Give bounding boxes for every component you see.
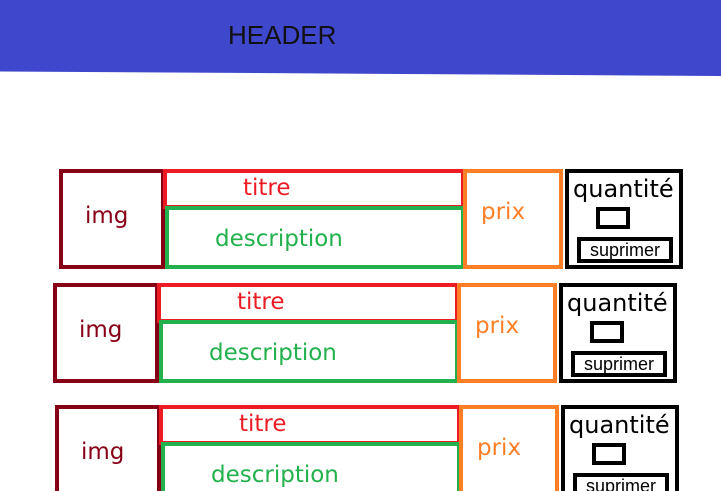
price-label: prix bbox=[481, 199, 526, 225]
quantity-box: quantité suprimer bbox=[559, 283, 677, 383]
price-box: prix bbox=[463, 169, 563, 269]
delete-button[interactable]: suprimer bbox=[573, 473, 669, 491]
header-bar bbox=[0, 0, 721, 76]
cart-row: img titre description prix quantité supr… bbox=[53, 283, 683, 383]
price-box: prix bbox=[457, 283, 557, 383]
price-label: prix bbox=[477, 435, 522, 461]
quantity-label: quantité bbox=[569, 411, 670, 439]
header-title: HEADER bbox=[228, 20, 337, 50]
title-label: titre bbox=[243, 175, 291, 201]
delete-button[interactable]: suprimer bbox=[577, 237, 673, 263]
quantity-input[interactable] bbox=[596, 207, 630, 229]
image-label: img bbox=[85, 203, 129, 229]
quantity-input[interactable] bbox=[590, 321, 624, 343]
description-label: description bbox=[215, 226, 343, 252]
image-label: img bbox=[79, 317, 123, 343]
quantity-label: quantité bbox=[567, 289, 668, 317]
delete-button[interactable]: suprimer bbox=[571, 351, 667, 377]
cart-row: img titre description prix quantité supr… bbox=[55, 405, 685, 491]
price-box: prix bbox=[459, 405, 559, 491]
description-label: description bbox=[211, 462, 339, 488]
title-box: titre bbox=[157, 283, 459, 323]
product-image-placeholder: img bbox=[55, 405, 161, 491]
title-box: titre bbox=[163, 169, 465, 209]
title-label: titre bbox=[237, 289, 285, 315]
quantity-label: quantité bbox=[573, 175, 674, 203]
title-label: titre bbox=[239, 411, 287, 437]
price-label: prix bbox=[475, 313, 520, 339]
quantity-input[interactable] bbox=[592, 443, 626, 465]
title-box: titre bbox=[159, 405, 461, 445]
description-label: description bbox=[209, 340, 337, 366]
description-box: description bbox=[159, 320, 459, 383]
image-label: img bbox=[81, 439, 125, 465]
product-image-placeholder: img bbox=[59, 169, 165, 269]
quantity-box: quantité suprimer bbox=[561, 405, 679, 491]
product-image-placeholder: img bbox=[53, 283, 159, 383]
quantity-box: quantité suprimer bbox=[565, 169, 683, 269]
description-box: description bbox=[161, 442, 461, 491]
cart-row: img titre description prix quantité supr… bbox=[59, 169, 689, 269]
description-box: description bbox=[165, 206, 465, 269]
